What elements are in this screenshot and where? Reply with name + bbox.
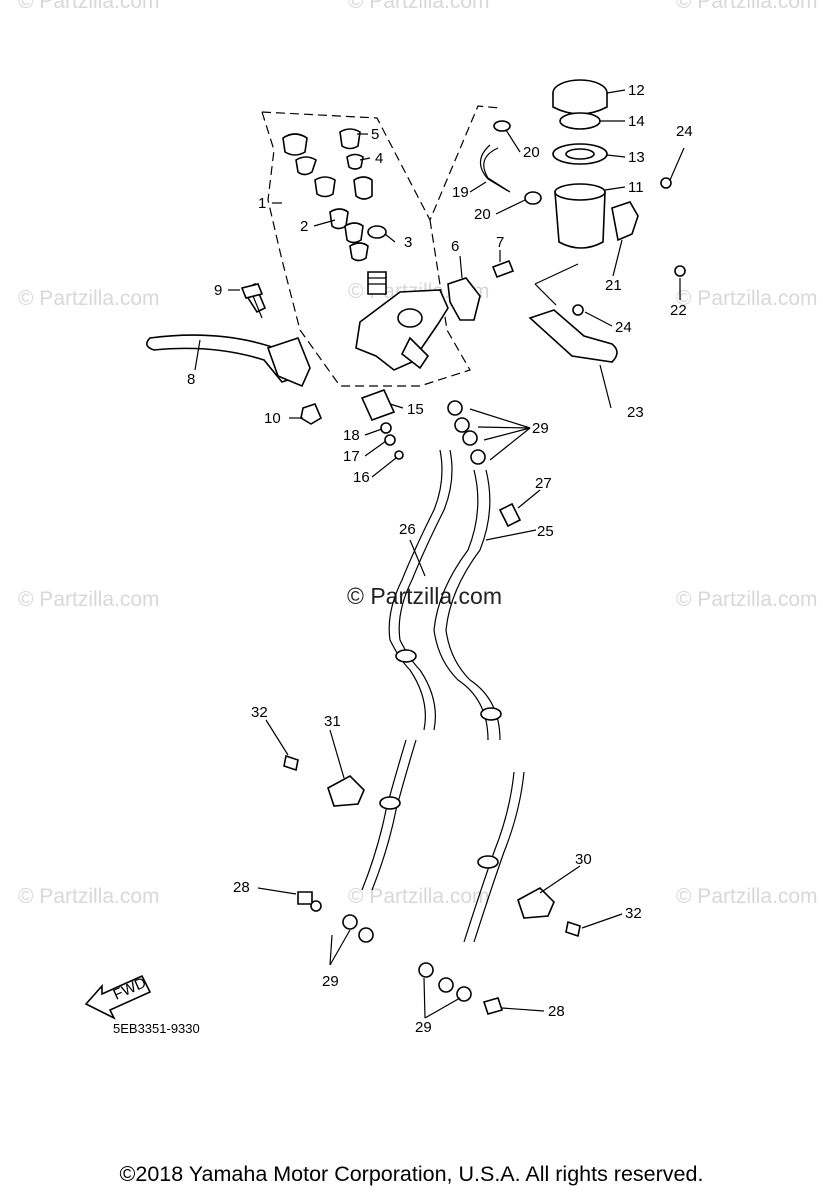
callout-32a: 32 [251, 704, 268, 721]
callout-8: 8 [187, 371, 195, 388]
callout-32b: 32 [625, 905, 642, 922]
fwd-arrow-icon: FWD [84, 974, 152, 1020]
callout-31: 31 [324, 713, 341, 730]
callout-16: 16 [353, 469, 370, 486]
callout-1: 1 [258, 195, 266, 212]
callout-29a: 29 [532, 420, 549, 437]
callout-9: 9 [214, 282, 222, 299]
watermark: © Partzilla.com [18, 0, 160, 13]
callout-26: 26 [399, 521, 416, 538]
watermark: © Partzilla.com [676, 0, 818, 13]
brake-lever [146, 282, 323, 425]
diagram-part-code: 5EB3351-9330 [113, 1021, 200, 1036]
callout-labels: 1 2 3 4 5 6 7 8 9 10 11 12 13 14 15 16 1… [187, 82, 693, 1036]
callout-15: 15 [407, 401, 424, 418]
callout-24b: 24 [615, 319, 632, 336]
callout-17: 17 [343, 448, 360, 465]
callout-28a: 28 [233, 879, 250, 896]
callout-3: 3 [404, 234, 412, 251]
master-cylinder-body [355, 277, 481, 371]
callout-19: 19 [452, 184, 469, 201]
watermark: © Partzilla.com [348, 0, 490, 13]
watermark: © Partzilla.com [348, 885, 490, 908]
callout-13: 13 [628, 149, 645, 166]
callout-18: 18 [343, 427, 360, 444]
callout-24a: 24 [676, 123, 693, 140]
callout-29b: 29 [322, 973, 339, 990]
callout-28b: 28 [548, 1003, 565, 1020]
watermark: © Partzilla.com [676, 287, 818, 310]
callout-10: 10 [264, 410, 281, 427]
leader-lines [194, 89, 685, 1019]
callout-30: 30 [575, 851, 592, 868]
copyright-notice: ©2018 Yamaha Motor Corporation, U.S.A. A… [119, 1162, 704, 1186]
callout-5: 5 [371, 126, 379, 143]
watermark: © Partzilla.com [676, 885, 818, 908]
callout-6: 6 [451, 238, 459, 255]
reservoir-bracket [528, 263, 618, 363]
callout-2: 2 [300, 218, 308, 235]
callout-7: 7 [496, 234, 504, 251]
watermark: © Partzilla.com [18, 287, 160, 310]
brake-switch [360, 388, 404, 460]
callout-12: 12 [628, 82, 645, 99]
callout-20a: 20 [523, 144, 540, 161]
callout-29c: 29 [415, 1019, 432, 1036]
brake-hoses [361, 400, 525, 943]
assembly-outline [261, 105, 501, 387]
piston-kit [282, 128, 387, 295]
hose-clamps [283, 754, 581, 1015]
callout-11: 11 [628, 179, 644, 196]
callout-27: 27 [535, 475, 552, 492]
callout-14: 14 [628, 113, 645, 130]
watermark: © Partzilla.com [18, 885, 160, 908]
watermark: © Partzilla.com [676, 588, 818, 611]
callout-21: 21 [605, 277, 622, 294]
bolts [240, 259, 515, 319]
watermark: © Partzilla.com [18, 588, 160, 611]
callout-25: 25 [537, 523, 554, 540]
watermark-center: © Partzilla.com [347, 583, 502, 609]
callout-4: 4 [375, 150, 383, 167]
reservoir [552, 79, 686, 316]
callout-23: 23 [627, 404, 644, 421]
callout-22: 22 [670, 302, 687, 319]
callout-20b: 20 [474, 206, 491, 223]
reservoir-hose [479, 120, 542, 205]
